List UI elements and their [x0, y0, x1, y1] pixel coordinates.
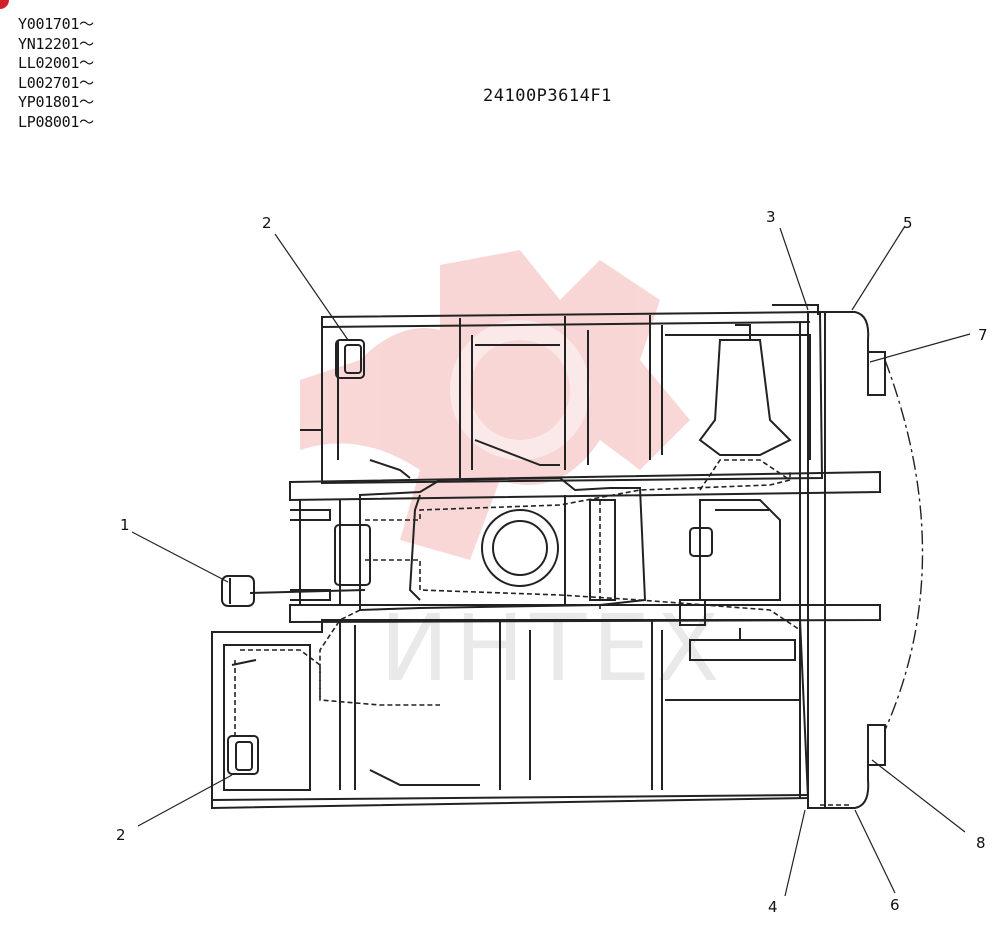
- harness-route: [234, 330, 850, 806]
- callout-4: 4: [768, 898, 778, 916]
- part-number: 24100P3614F1: [483, 86, 612, 106]
- center-body: [334, 476, 796, 661]
- main-rails: [289, 470, 881, 624]
- serial-range: YN12201～: [18, 34, 94, 53]
- right-frame: [799, 311, 886, 809]
- work-lamp-icon: [221, 575, 255, 607]
- callout-2-bottom: 2: [116, 826, 126, 844]
- serial-range: LP08001～: [18, 112, 94, 131]
- leader-lines: [131, 225, 971, 897]
- serial-range: Y001701～: [18, 15, 94, 33]
- watermark-logo-icon: [300, 250, 690, 560]
- lower-frame: [211, 619, 810, 810]
- serial-range: YP01801～: [18, 93, 94, 111]
- serial-ranges: Y001701～ YN12201～ LL02001～ L002701～ YP01…: [18, 15, 94, 132]
- callout-8: 8: [976, 834, 986, 852]
- serial-range: LL02001～: [18, 54, 94, 72]
- callout-7: 7: [978, 326, 988, 344]
- callout-3: 3: [766, 208, 776, 226]
- swing-radius-line: [884, 359, 924, 731]
- red-circle-icon: [0, 0, 9, 9]
- callout-5: 5: [903, 214, 913, 232]
- watermark-text: ИНТЕХ: [380, 595, 725, 702]
- harness-route: [249, 589, 366, 594]
- callout-1: 1: [120, 516, 130, 534]
- serial-range: L002701～: [18, 73, 94, 92]
- upper-frame: [300, 304, 824, 485]
- callout-6: 6: [890, 896, 900, 914]
- callout-2-top: 2: [262, 214, 272, 232]
